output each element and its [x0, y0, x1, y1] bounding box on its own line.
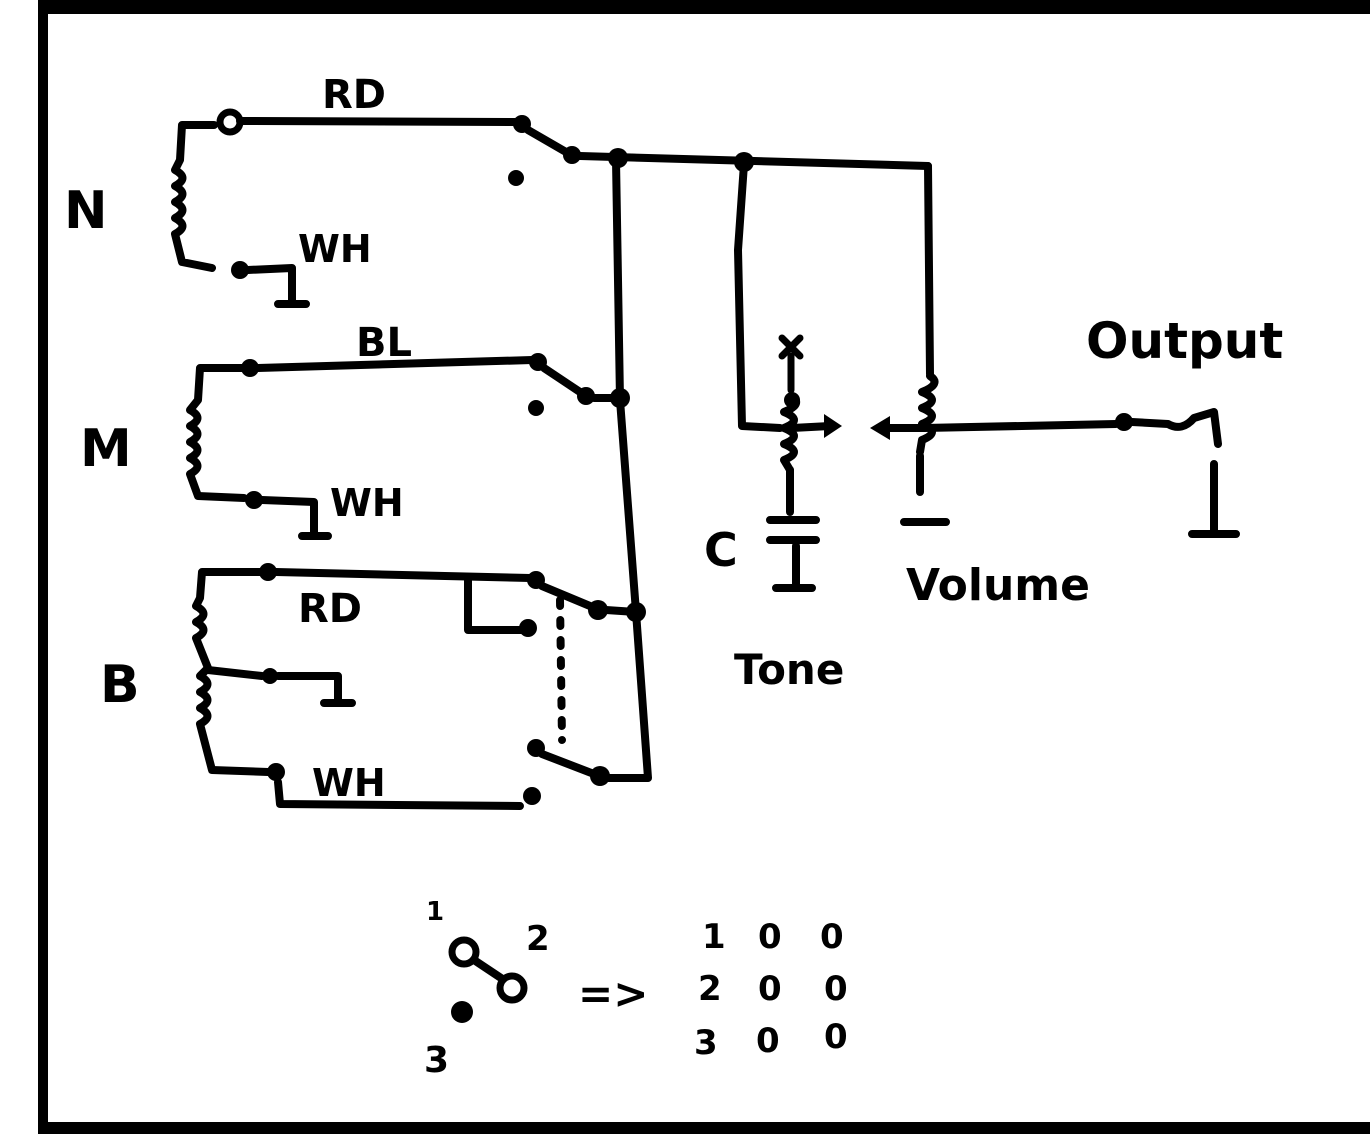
- legend-terminal-3: [451, 1001, 473, 1023]
- neck-hot-wire: [236, 117, 524, 126]
- bridge-switch-lever-top: [538, 582, 594, 610]
- bus-top-wire: [576, 152, 932, 170]
- output-jack-tip: [1128, 408, 1222, 448]
- bridge-pickup: B RD WH: [100, 563, 610, 810]
- middle-ground-wire: [258, 496, 332, 540]
- legend-row-3-state-1: 0: [756, 1021, 780, 1061]
- neck-switch-terminal-2: [563, 146, 581, 164]
- bridge-hot-terminal: [259, 563, 277, 581]
- bridge-pickup-label: B: [100, 655, 140, 715]
- bus-junction-2: [610, 388, 630, 408]
- middle-pickup-label: M: [80, 419, 132, 479]
- legend-row-2-state-1: 0: [758, 969, 782, 1009]
- neck-ground-wire: [244, 264, 310, 308]
- bridge-switch-terminal-4: [523, 787, 541, 805]
- output-jack-sleeve: [1188, 460, 1240, 538]
- neck-hot-wire-label: RD: [322, 72, 386, 118]
- tone-capacitor: [766, 516, 820, 544]
- neck-pickup-label: N: [64, 181, 108, 241]
- bridge-switch-common-bottom: [590, 766, 610, 786]
- volume-label: Volume: [906, 560, 1090, 611]
- legend-terminal-2-label: 2: [526, 919, 550, 959]
- bridge-pickup-coil: [192, 568, 272, 776]
- output-wire: [920, 420, 1120, 432]
- middle-hot-wire: [254, 356, 536, 372]
- middle-hot-terminal: [241, 359, 259, 377]
- legend-row-1-number: 1: [702, 917, 726, 957]
- bridge-ground-terminal: [267, 763, 285, 781]
- bridge-switch-common-top: [588, 600, 608, 620]
- neck-pickup: N RD WH: [64, 72, 581, 308]
- bridge-ground-wire: [274, 778, 524, 810]
- tone-label: Tone: [734, 645, 844, 694]
- bus-junction-1: [608, 148, 628, 168]
- neck-pickup-coil: [171, 121, 218, 272]
- volume-pot-resistor: [916, 372, 939, 456]
- bridge-hot-wire-label: RD: [298, 586, 362, 632]
- bridge-switch-jumper: [464, 576, 526, 634]
- volume-control: Volume: [870, 162, 1090, 611]
- volume-pot-wiper-arrow: [870, 416, 890, 440]
- neck-ground-wire-label: WH: [298, 227, 372, 271]
- common-bus: [576, 148, 932, 782]
- bridge-switch-lever-bottom: [538, 750, 598, 778]
- output-label: Output: [1086, 312, 1283, 370]
- middle-ground-terminal: [245, 491, 263, 509]
- legend-terminal-1-label: 1: [426, 897, 444, 927]
- volume-feed-wire: [924, 162, 934, 378]
- middle-ground-wire-label: WH: [330, 481, 404, 525]
- legend-terminal-2: [496, 972, 528, 1004]
- bridge-switch-link: [556, 596, 566, 744]
- legend-row-1-state-1: 0: [758, 917, 782, 957]
- output-jack: Output: [920, 312, 1283, 538]
- bridge-tap-ground: [274, 672, 356, 707]
- tone-pot-lug: [784, 392, 800, 408]
- bus-vertical-wire: [604, 156, 652, 782]
- middle-switch-terminal-3: [528, 400, 544, 416]
- diagram-frame: [38, 0, 1370, 1134]
- middle-switch-terminal-2: [577, 387, 595, 405]
- bridge-coil-tap: [204, 666, 266, 680]
- middle-hot-wire-label: BL: [356, 320, 412, 366]
- tone-capacitor-ground: [772, 542, 816, 592]
- tone-pot-wiper-arrow: [824, 414, 842, 438]
- output-tip-terminal: [1115, 413, 1133, 431]
- neck-ground-terminal: [231, 261, 249, 279]
- tone-pot-unused-lug: [778, 334, 804, 394]
- middle-pickup: M BL WH: [80, 320, 595, 540]
- legend-row-3-state-2: 0: [824, 1017, 848, 1057]
- capacitor-label: C: [704, 523, 738, 577]
- volume-pot-ground: [900, 452, 950, 526]
- middle-switch-lever: [540, 364, 584, 396]
- legend-row-3-number: 3: [694, 1023, 718, 1063]
- bridge-switch-terminal-2: [519, 619, 537, 637]
- middle-pickup-coil: [186, 364, 248, 502]
- legend-row-1-state-2: 0: [820, 917, 844, 957]
- bridge-tap-terminal: [262, 668, 278, 684]
- bus-junction-3: [626, 602, 646, 622]
- legend-row-2-number: 2: [698, 969, 722, 1009]
- tone-feed-wire: [734, 160, 784, 432]
- legend-row-2-state-2: 0: [824, 969, 848, 1009]
- legend-terminal-1: [448, 936, 480, 968]
- switch-legend: 1 2 3 => 1 0 0 2 0 0 3 0 0: [424, 897, 848, 1081]
- legend-switch-lever: [470, 956, 508, 984]
- legend-arrow: =>: [578, 969, 648, 1018]
- neck-switch-terminal-3: [508, 170, 524, 186]
- bridge-hot-wire: [272, 568, 534, 582]
- bridge-ground-wire-label: WH: [312, 761, 386, 805]
- neck-switch-lever: [524, 126, 570, 156]
- tone-control: C Tone: [704, 160, 844, 694]
- tone-pot-wiper: [788, 422, 834, 432]
- legend-terminal-3-label: 3: [424, 1040, 449, 1081]
